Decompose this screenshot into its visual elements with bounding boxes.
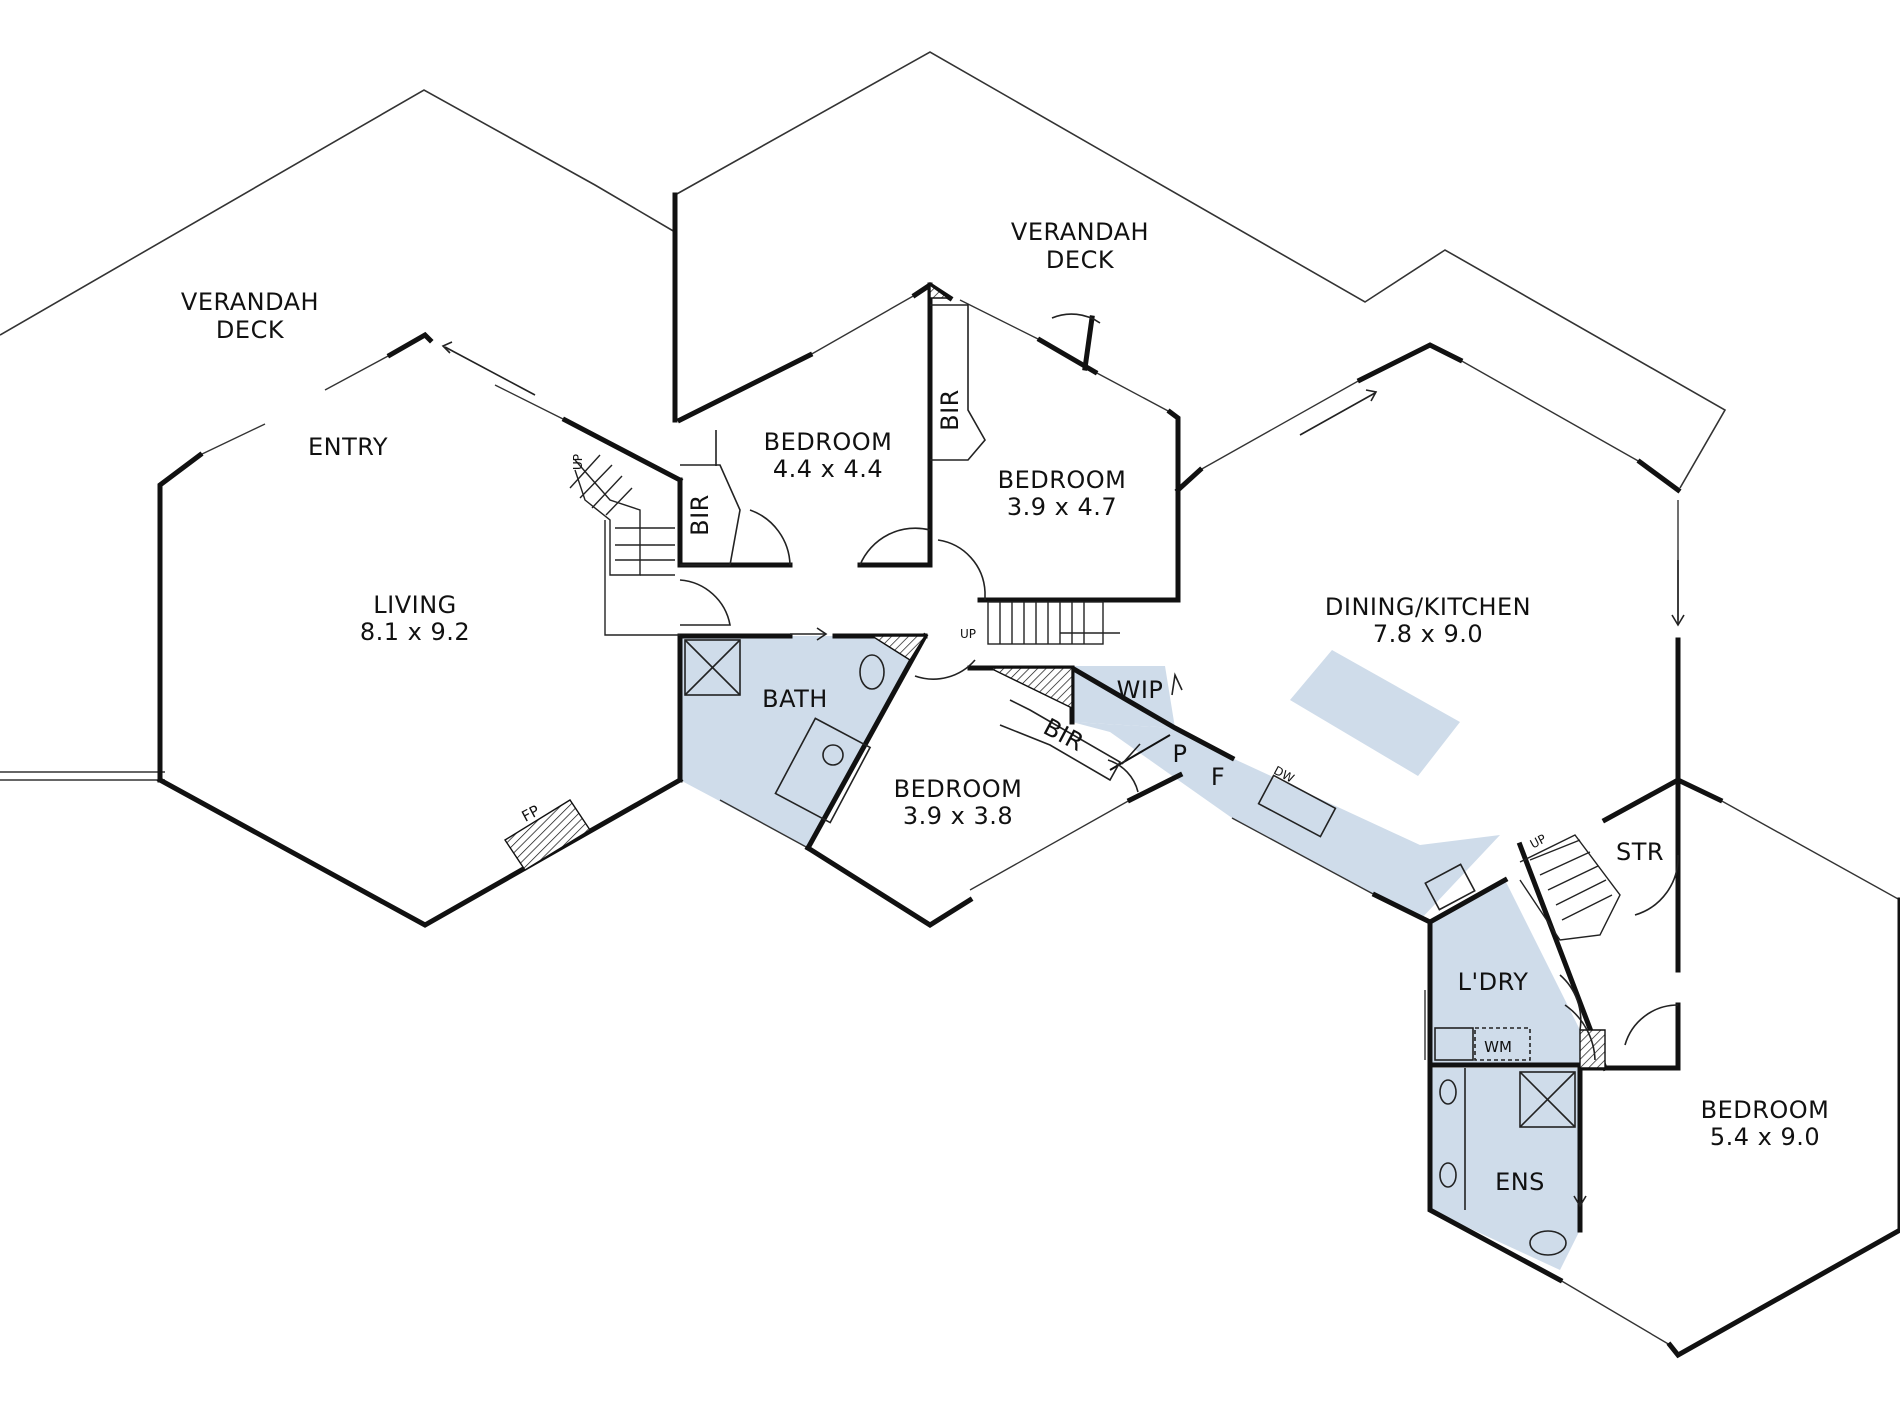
fridge-label: F [1211, 763, 1225, 791]
doors [679, 313, 1679, 1061]
kitchen-island [1290, 650, 1460, 776]
kitchen-sink [1257, 774, 1337, 838]
bedroom1-dims: 4.4 x 4.4 [773, 455, 883, 483]
deck-left-label-line1: VERANDAH [181, 288, 319, 316]
fixtures [680, 304, 1576, 1256]
living-dims: 8.1 x 9.2 [360, 618, 470, 646]
bedroom3-dims: 3.9 x 3.8 [903, 802, 1013, 830]
store-label: STR [1616, 838, 1664, 866]
stair-laundry [1519, 834, 1621, 941]
bir-label-2: BIR [936, 389, 964, 431]
dining-kitchen-dims: 7.8 x 9.0 [1373, 620, 1483, 648]
ensuite-area [1430, 1068, 1580, 1270]
windows [159, 294, 1900, 1346]
deck-outlines [0, 51, 1727, 781]
wet-areas [680, 636, 1580, 1270]
wip-label: WIP [1117, 676, 1164, 704]
up-label-hall: UP [960, 627, 976, 641]
up-label-laundry: UP [1528, 832, 1549, 852]
deck-top-label-line1: VERANDAH [1011, 218, 1149, 246]
ensuite-label: ENS [1495, 1168, 1545, 1196]
bedroom4-dims: 5.4 x 9.0 [1710, 1123, 1820, 1151]
entry-label: ENTRY [308, 433, 388, 461]
washing-machine-label: WM [1484, 1038, 1512, 1056]
bedroom1-label: BEDROOM [764, 428, 893, 456]
laundry-area [1430, 880, 1580, 1065]
small-labels: BIR BIR BIR P F FP DW WM UP UP UP [519, 389, 1549, 1056]
up-label-entry: UP [571, 454, 585, 470]
room-labels: VERANDAH DECK VERANDAH DECK ENTRY LIVING… [181, 218, 1829, 1196]
toilet-ens [1529, 1230, 1567, 1256]
stair-entry [569, 454, 680, 636]
stairs [569, 454, 1621, 941]
living-label: LIVING [373, 591, 457, 619]
bedroom2-label: BEDROOM [998, 466, 1127, 494]
bath-label: BATH [762, 685, 828, 713]
pantry-label: P [1173, 740, 1188, 768]
toilet-bath [859, 654, 885, 690]
hatched-fixtures [504, 283, 1606, 1069]
deck-left-label-line2: DECK [216, 316, 285, 344]
basin-bath [774, 717, 872, 824]
stair-hall [987, 601, 1120, 645]
walls [156, 192, 1900, 1359]
laundry-label: L'DRY [1458, 968, 1529, 996]
bedroom3-label: BEDROOM [894, 775, 1023, 803]
deck-top-label-line2: DECK [1046, 246, 1115, 274]
bedroom4-label: BEDROOM [1701, 1096, 1830, 1124]
shower-bath [684, 639, 741, 696]
arrows [441, 341, 1685, 1208]
kitchen-bench [1072, 722, 1500, 920]
bir-label-1: BIR [686, 494, 714, 536]
shower-ens [1519, 1071, 1576, 1128]
bedroom2-dims: 3.9 x 4.7 [1007, 493, 1117, 521]
dining-kitchen-label: DINING/KITCHEN [1325, 593, 1531, 621]
laundry-tub [1434, 1027, 1474, 1061]
